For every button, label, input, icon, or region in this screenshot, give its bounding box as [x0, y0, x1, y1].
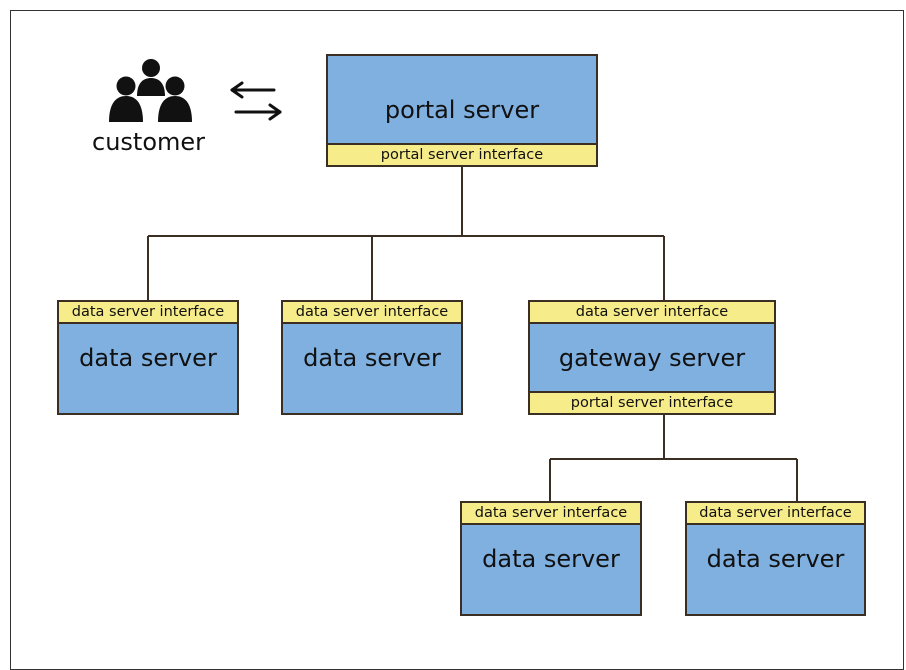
- data-server-interface: data server interface: [462, 503, 640, 525]
- portal-server-title: portal server: [384, 96, 540, 124]
- data-server-box: data server interface data server: [281, 300, 463, 415]
- portal-server-box: portal server portal server interface: [326, 54, 598, 167]
- users-group-icon: [109, 59, 192, 122]
- portal-server-interface: portal server interface: [328, 143, 596, 165]
- data-server-title: data server: [79, 344, 217, 372]
- data-server-title: data server: [706, 545, 845, 573]
- data-server-box: data server interface data server: [57, 300, 239, 415]
- data-server-interface: data server interface: [283, 302, 461, 324]
- gateway-server-title: gateway server: [558, 344, 746, 372]
- data-server-box: data server interface data server: [460, 501, 642, 616]
- data-server-title: data server: [303, 344, 441, 372]
- gateway-portal-server-interface: portal server interface: [530, 391, 774, 413]
- data-server-interface: data server interface: [687, 503, 864, 525]
- data-server-box: data server interface data server: [685, 501, 866, 616]
- data-server-title: data server: [482, 545, 620, 573]
- gateway-server-box: data server interface gateway server por…: [528, 300, 776, 415]
- gateway-data-server-interface: data server interface: [530, 302, 774, 324]
- customer-label: customer: [92, 128, 206, 156]
- data-server-interface: data server interface: [59, 302, 237, 324]
- bidirectional-arrows-icon: [230, 81, 282, 121]
